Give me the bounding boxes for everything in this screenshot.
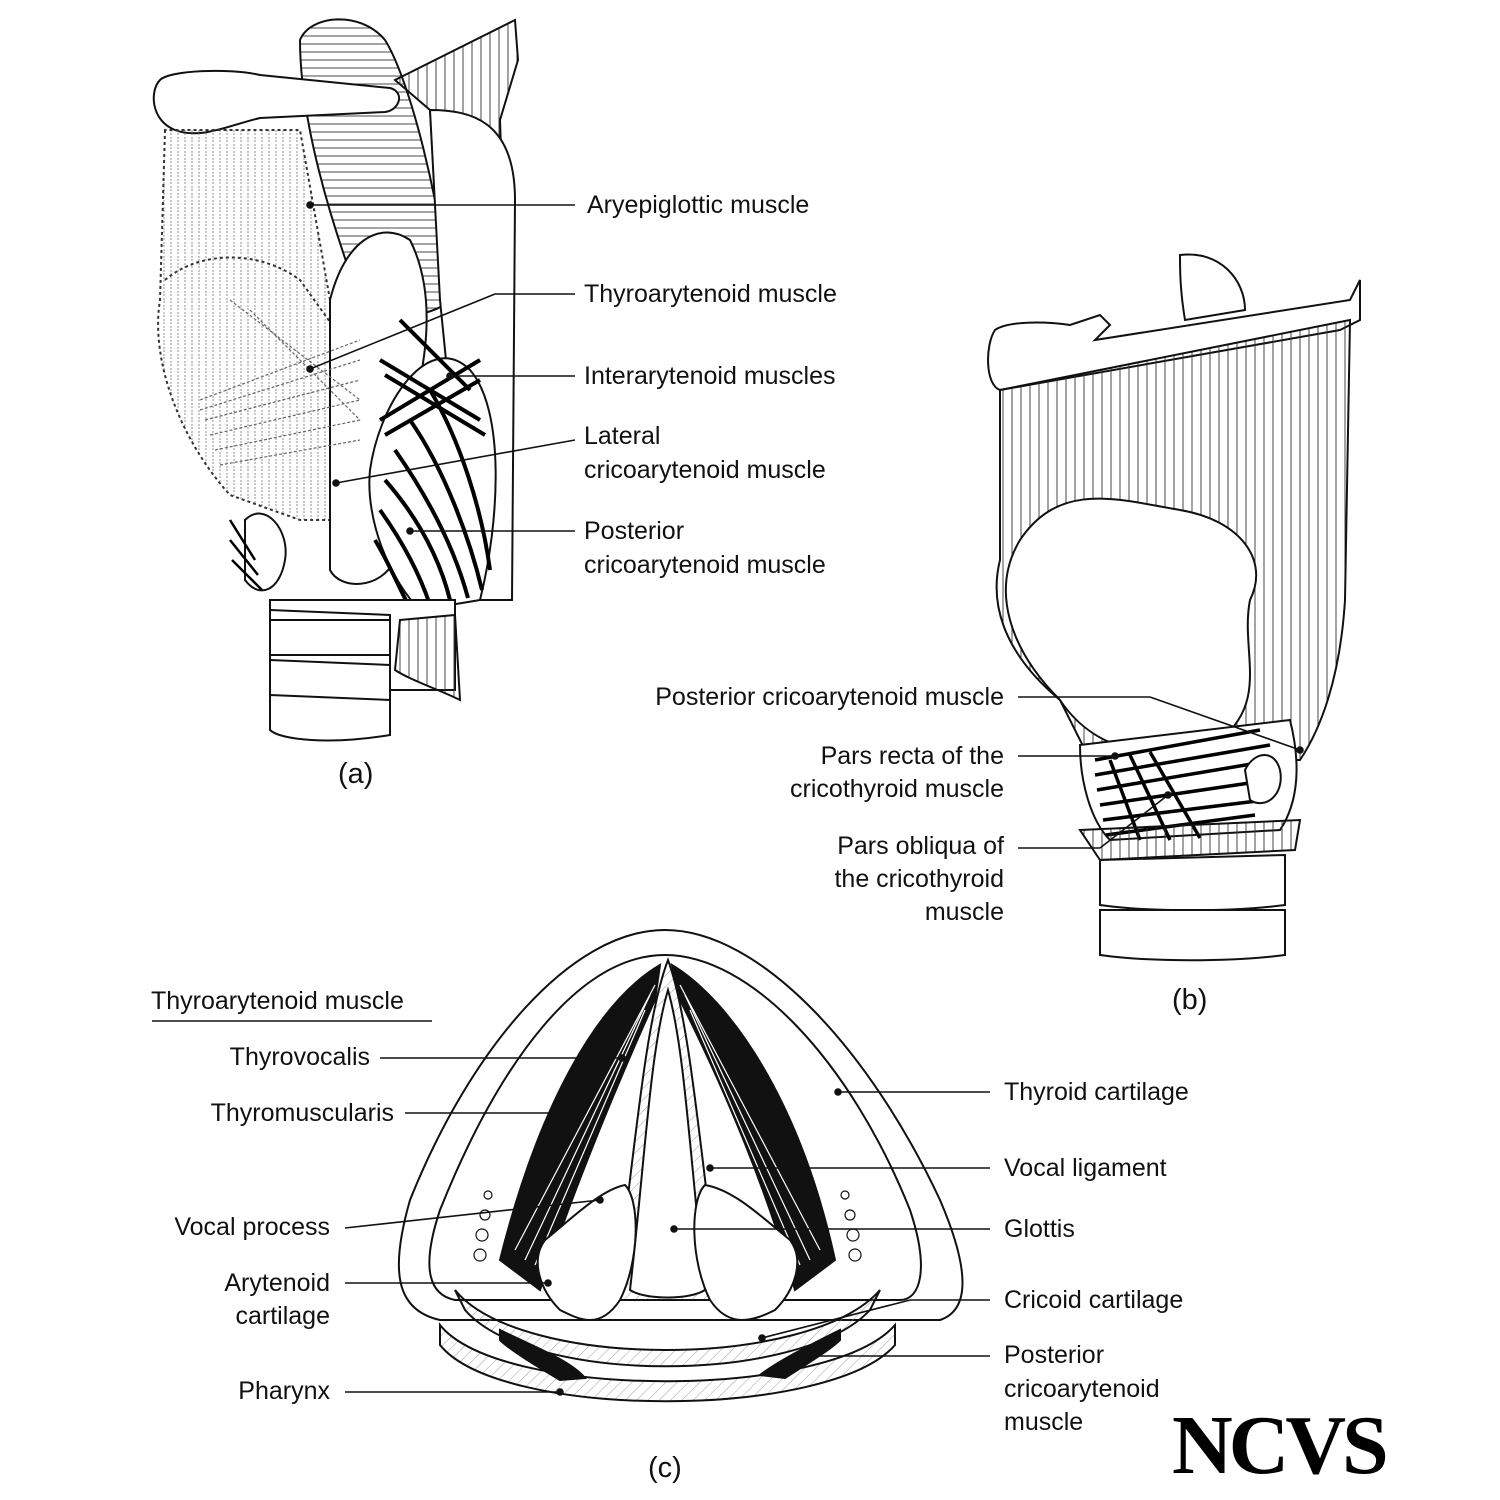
arytenoid-left-c — [536, 1183, 637, 1321]
cricoid-arc-c — [454, 1289, 881, 1368]
panel-b-leaders — [1018, 696, 1304, 849]
panel-tag-b: (b) — [1172, 984, 1208, 1016]
panel-a-leaders — [306, 201, 576, 535]
label-posterior-ca-c-line2: cricoarytenoid — [1004, 1375, 1160, 1403]
label-interarytenoid-muscles: Interarytenoid muscles — [584, 362, 836, 390]
label-cricoid-cartilage: Cricoid cartilage — [1004, 1286, 1184, 1314]
label-glottis: Glottis — [1004, 1215, 1075, 1243]
superior-horn-b — [987, 279, 1361, 392]
label-arytenoid-line2: cartilage — [235, 1302, 331, 1330]
panel-b-drawing — [987, 253, 1361, 962]
trachea-ring-b1 — [1099, 853, 1286, 912]
label-arytenoid-line1: Arytenoid — [224, 1269, 330, 1297]
heading-thyroarytenoid-muscle: Thyroarytenoid muscle — [151, 987, 404, 1015]
arytenoid-right-c — [693, 1183, 799, 1321]
trachea-ring-b2 — [1099, 909, 1286, 962]
ncvs-logo: NCVS — [1172, 1399, 1389, 1492]
label-thyroid-cartilage: Thyroid cartilage — [1004, 1078, 1189, 1106]
panel-c-drawing — [397, 928, 964, 1403]
epiglottis-b — [1178, 253, 1247, 322]
label-pars-recta-line1: Pars recta of the — [820, 742, 1004, 770]
label-posterior-ca-b: Posterior cricoarytenoid muscle — [655, 683, 1004, 711]
label-posterior-ca-c-line1: Posterior — [1004, 1341, 1105, 1369]
cricoid-b — [1078, 818, 1302, 862]
label-pars-obliqua-line2: the cricothyroid — [834, 865, 1004, 893]
label-aryepiglottic-muscle: Aryepiglottic muscle — [587, 191, 810, 219]
label-thyrovocalis: Thyrovocalis — [229, 1043, 370, 1071]
label-thyromuscularis: Thyromuscularis — [210, 1099, 394, 1127]
label-pars-obliqua-line3: muscle — [924, 898, 1004, 926]
label-lateral-ca-line1: Lateral — [584, 422, 661, 450]
thyroid-lamina-dotted — [157, 129, 331, 521]
superior-horn-a — [152, 69, 400, 135]
label-posterior-ca-c-line3: muscle — [1004, 1408, 1084, 1436]
label-thyroarytenoid-muscle-a: Thyroarytenoid muscle — [584, 280, 837, 308]
panel-tag-a: (a) — [338, 758, 374, 790]
label-vocal-ligament: Vocal ligament — [1004, 1154, 1167, 1182]
label-pharynx: Pharynx — [238, 1377, 330, 1405]
panel-tag-c: (c) — [648, 1452, 682, 1484]
panel-a-drawing — [152, 18, 520, 742]
label-posterior-ca-a-line1: Posterior — [584, 517, 685, 545]
trachea-ring-a1 — [269, 619, 391, 656]
posterior-ca-left-c — [499, 1328, 588, 1382]
label-posterior-ca-a-line2: cricoarytenoid muscle — [584, 551, 826, 579]
label-pars-recta-line2: cricothyroid muscle — [790, 775, 1004, 803]
label-pars-obliqua-line1: Pars obliqua of — [837, 832, 1004, 860]
label-vocal-process: Vocal process — [174, 1213, 330, 1241]
panel-c-leaders — [152, 1020, 990, 1396]
thyroid-window-b — [1005, 497, 1258, 753]
label-lateral-ca-line2: cricoarytenoid muscle — [584, 456, 826, 484]
